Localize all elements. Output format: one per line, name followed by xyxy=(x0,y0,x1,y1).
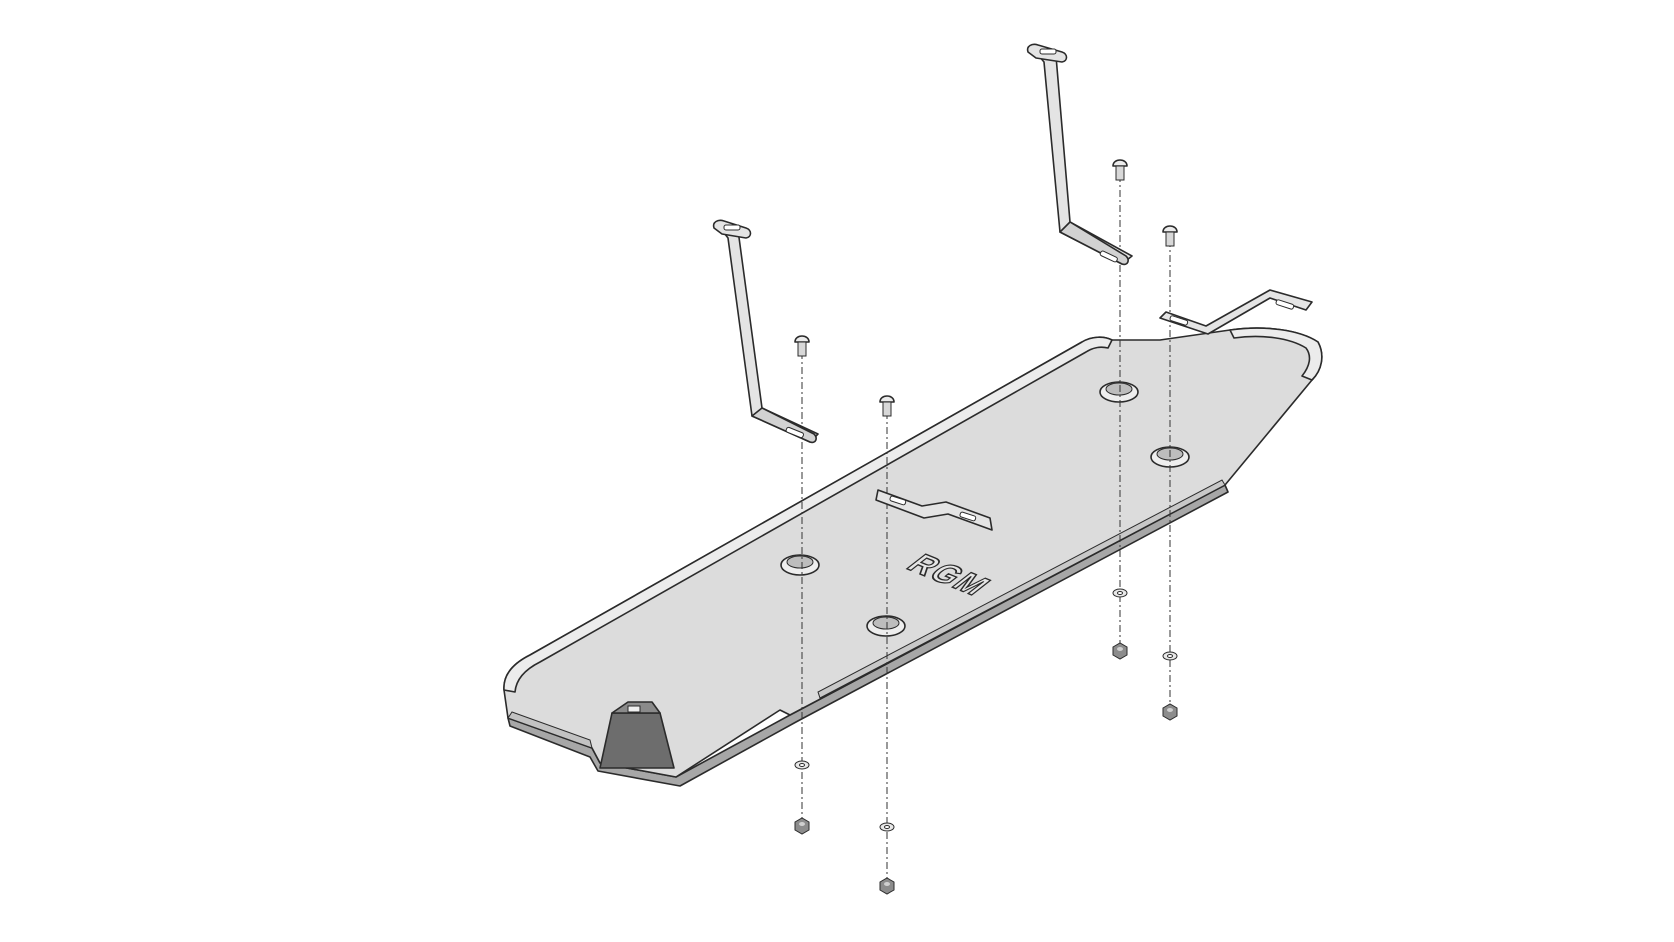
bolt-2 xyxy=(879,395,895,417)
bracket-center xyxy=(875,489,993,531)
nut-3 xyxy=(1112,642,1128,660)
plate-rear-lip xyxy=(503,336,1113,693)
bolt-4 xyxy=(1162,225,1178,247)
nut-4 xyxy=(1162,703,1178,721)
washer-4 xyxy=(1162,651,1178,661)
plate-corner-flange xyxy=(507,711,593,749)
plate-end-lip xyxy=(1229,327,1323,381)
plate-mounting-tab xyxy=(599,701,675,769)
nut-2 xyxy=(879,877,895,895)
bolt-3 xyxy=(1112,159,1128,181)
bolt-1 xyxy=(794,335,810,357)
nut-1 xyxy=(794,817,810,835)
bracket-right-rear xyxy=(1026,43,1133,266)
washer-1 xyxy=(794,760,810,770)
mounting-hole-1 xyxy=(780,554,820,576)
skid-plate: RGM xyxy=(503,327,1323,787)
washer-2 xyxy=(879,822,895,832)
plate-front-flange xyxy=(817,479,1226,699)
bracket-left xyxy=(712,219,819,444)
bracket-right-front xyxy=(1159,289,1313,335)
mounting-hole-2 xyxy=(866,615,906,637)
washer-3 xyxy=(1112,588,1128,598)
mounting-hole-3 xyxy=(1099,381,1139,403)
